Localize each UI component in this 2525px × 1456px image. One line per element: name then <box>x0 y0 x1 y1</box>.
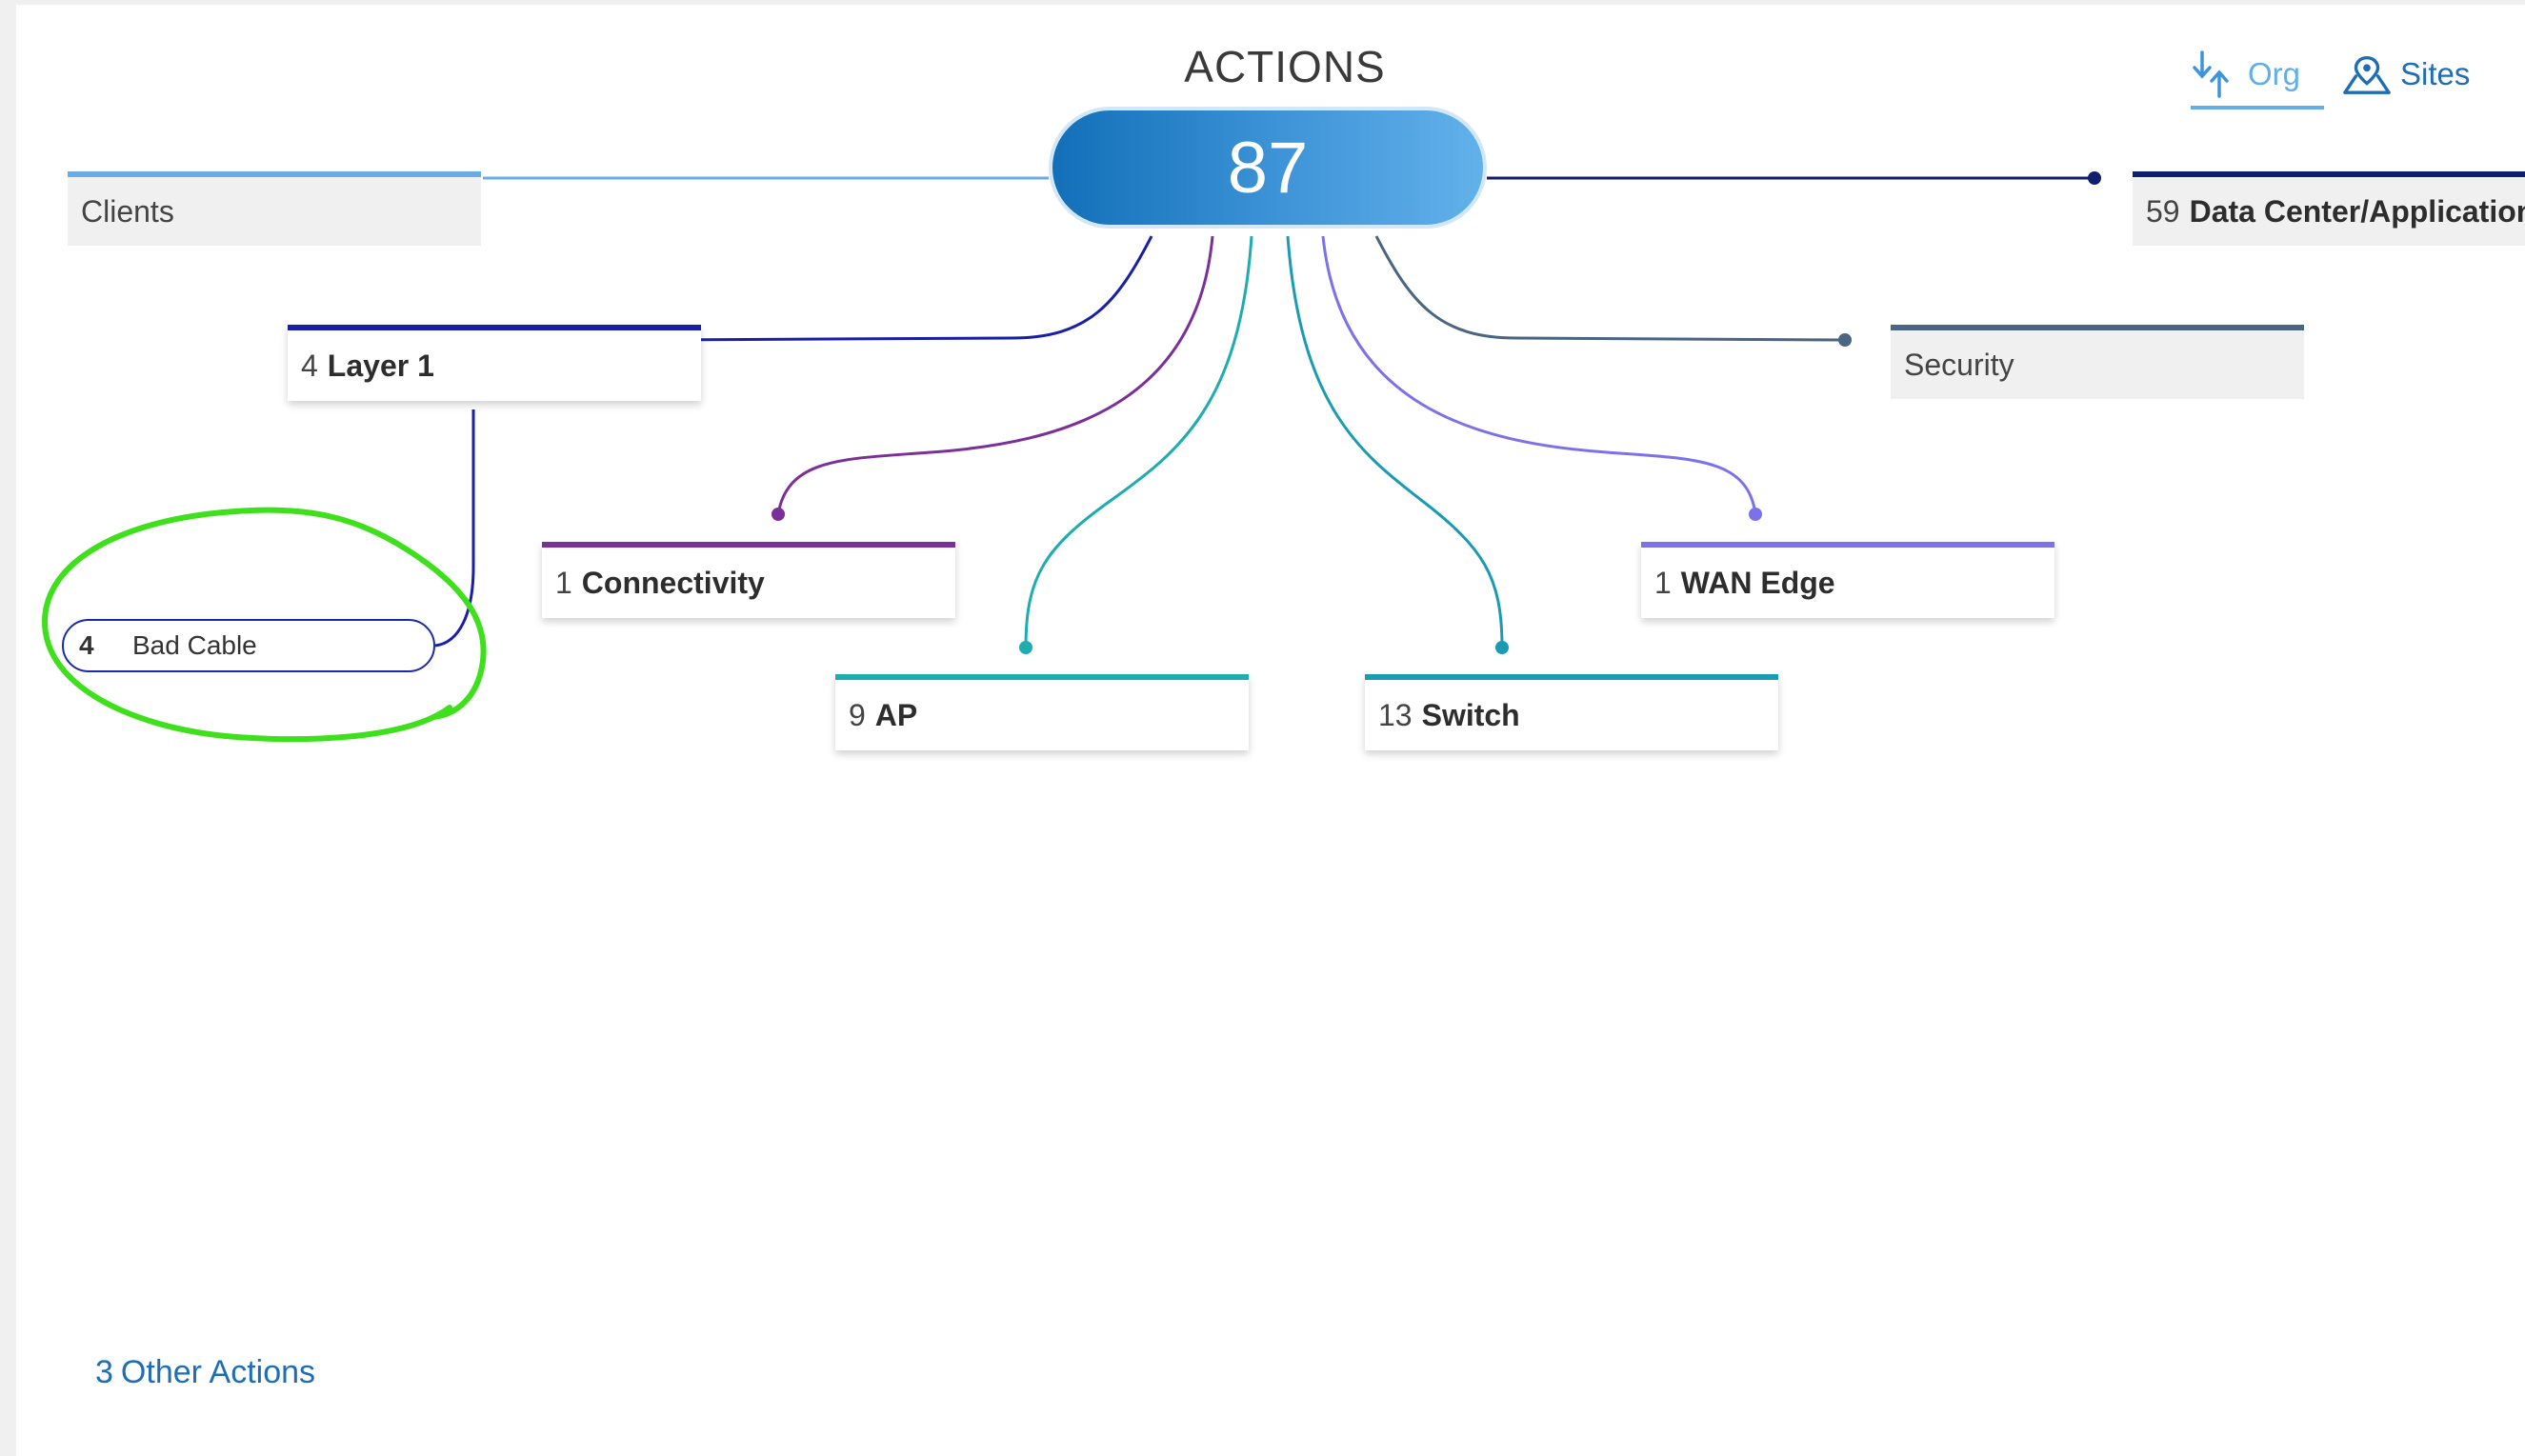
actions-dashboard: ACTIONS 87 Org Sites Clients <box>16 5 2525 1456</box>
category-data-center[interactable]: 59 Data Center/Application <box>2133 171 2525 246</box>
other-actions-label: Other Actions <box>120 1354 316 1390</box>
category-connectivity-label: Connectivity <box>581 565 765 600</box>
category-switch-label: Switch <box>1421 697 1520 732</box>
category-clients-label: Clients <box>81 193 174 229</box>
category-switch[interactable]: 13 Switch <box>1365 674 1778 750</box>
connector-wan-edge <box>1321 235 1757 515</box>
connector-layer1 <box>653 235 1153 342</box>
category-data-center-count: 59 <box>2146 193 2180 229</box>
category-data-center-label: Data Center/Application <box>2189 193 2525 229</box>
other-actions-count: 3 <box>95 1354 113 1390</box>
connector-connectivity <box>776 235 1214 515</box>
category-connectivity[interactable]: 1 Connectivity <box>542 542 955 618</box>
category-ap-count: 9 <box>849 697 866 732</box>
category-wan-edge[interactable]: 1 WAN Edge <box>1641 542 2054 618</box>
annotation-circle <box>41 507 487 743</box>
connector-switch <box>1286 235 1504 648</box>
category-security[interactable]: Security <box>1891 325 2304 399</box>
connector-dot-wan-edge <box>1749 508 1762 521</box>
connector-dot-security <box>1838 333 1852 347</box>
org-arrows-icon <box>2191 50 2238 98</box>
category-layer1-label: Layer 1 <box>327 348 434 383</box>
category-switch-count: 13 <box>1378 697 1413 732</box>
connector-layer1-bad-cable <box>434 409 475 648</box>
tab-sites[interactable]: Sites <box>2343 43 2495 106</box>
category-wan-edge-count: 1 <box>1654 565 1672 600</box>
connector-dot-switch <box>1495 641 1509 654</box>
tab-sites-label: Sites <box>2400 56 2471 91</box>
sites-map-pin-icon <box>2343 50 2391 98</box>
total-actions-badge[interactable]: 87 <box>1049 107 1487 229</box>
page-title: ACTIONS <box>1184 42 1386 91</box>
connector-dot-connectivity <box>772 508 785 521</box>
category-ap-label: AP <box>874 697 918 732</box>
sub-action-label: Bad Cable <box>132 630 257 660</box>
connector-dot-ap <box>1019 641 1032 654</box>
connector-dot-data-center <box>2088 171 2101 185</box>
category-layer1-count: 4 <box>301 348 318 383</box>
tab-org-label: Org <box>2248 56 2301 91</box>
sub-action-bad-cable[interactable]: 4 Bad Cable <box>62 619 435 672</box>
category-clients[interactable]: Clients <box>68 171 481 246</box>
category-connectivity-count: 1 <box>555 565 572 600</box>
category-layer1[interactable]: 4 Layer 1 <box>288 325 701 401</box>
tab-org[interactable]: Org <box>2191 43 2324 110</box>
category-security-label: Security <box>1904 347 2014 382</box>
category-wan-edge-label: WAN Edge <box>1680 565 1835 600</box>
connector-security <box>1374 235 1846 342</box>
connector-ap <box>1024 235 1253 648</box>
sub-action-count: 4 <box>79 630 94 660</box>
category-ap[interactable]: 9 AP <box>835 674 1249 750</box>
